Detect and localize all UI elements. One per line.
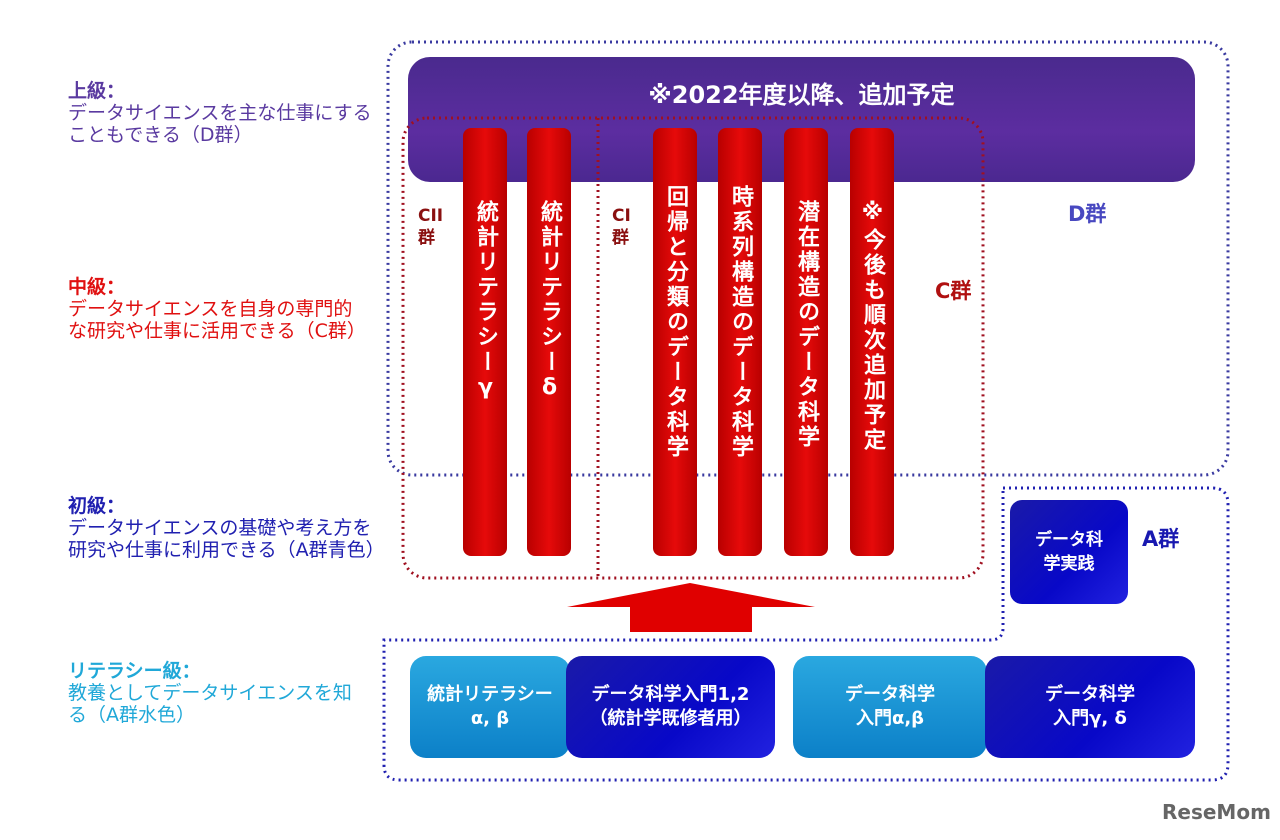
- level-title: 初級：: [68, 495, 126, 517]
- level-desc: 教養としてデータサイエンスを知る（A群水色）: [68, 682, 352, 726]
- c-course-bar: ※今後も順次追加予定: [850, 128, 894, 556]
- watermark-logo: ReseMom: [1162, 800, 1271, 824]
- a-group-outline: [382, 486, 1230, 782]
- d-group-label: D群: [1068, 202, 1107, 226]
- level-desc: データサイエンスの基礎や考え方を研究や仕事に利用できる（A群青色）: [68, 517, 385, 561]
- c1-group-label: CI群: [612, 206, 631, 248]
- course-line: 入門γ, δ: [1053, 708, 1127, 729]
- a-group-label: A群: [1142, 527, 1180, 551]
- level-desc: データサイエンスを主な仕事にすることもできる（D群）: [68, 102, 372, 146]
- course-line: データ科学: [1045, 684, 1135, 705]
- c-group-label: C群: [935, 279, 972, 303]
- c-course-bar: 時系列構造のデータ科学: [718, 128, 762, 556]
- course-line: 入門α,β: [855, 708, 925, 729]
- level-title: 中級：: [68, 276, 126, 298]
- course-line: 統計リテラシー: [427, 684, 553, 705]
- c2-group-label: CII群: [418, 206, 444, 248]
- level-title: 上級：: [68, 80, 126, 102]
- course-line: （統計学既修者用）: [589, 708, 752, 729]
- course-box: 統計リテラシー α, β: [410, 656, 570, 758]
- course-box: データ科学入門1,2 （統計学既修者用）: [566, 656, 775, 758]
- course-name: データ科学実践: [1035, 530, 1103, 574]
- level-title: リテラシー級：: [68, 660, 201, 682]
- course-line: データ科学: [845, 684, 935, 705]
- d-group-outline: [386, 40, 1230, 477]
- course-box: データ科学入門γ, δ: [985, 656, 1195, 758]
- course-box: データ科学入門α,β: [793, 656, 987, 758]
- level-advanced: 上級：データサイエンスを主な仕事にすることもできる（D群）: [68, 80, 388, 146]
- c-course-bar: 潜在構造のデータ科学: [784, 128, 828, 556]
- c-course-bar: 回帰と分類のデータ科学: [653, 128, 697, 556]
- course-line: α, β: [470, 708, 510, 729]
- level-beginner: 初級：データサイエンスの基礎や考え方を研究や仕事に利用できる（A群青色）: [68, 495, 385, 561]
- a-practice-box: データ科学実践: [1010, 500, 1128, 604]
- course-line: データ科学入門1,2: [591, 684, 750, 705]
- level-intermediate: 中級：データサイエンスを自身の専門的な研究や仕事に活用できる（C群）: [68, 276, 368, 342]
- c-course-bar: 統計リテラシーδ: [527, 128, 571, 556]
- level-literacy: リテラシー級：教養としてデータサイエンスを知る（A群水色）: [68, 660, 368, 726]
- c-course-bar: 統計リテラシーγ: [463, 128, 507, 556]
- banner-text: ※2022年度以降、追加予定: [648, 81, 955, 109]
- level-desc: データサイエンスを自身の専門的な研究や仕事に活用できる（C群）: [68, 298, 366, 342]
